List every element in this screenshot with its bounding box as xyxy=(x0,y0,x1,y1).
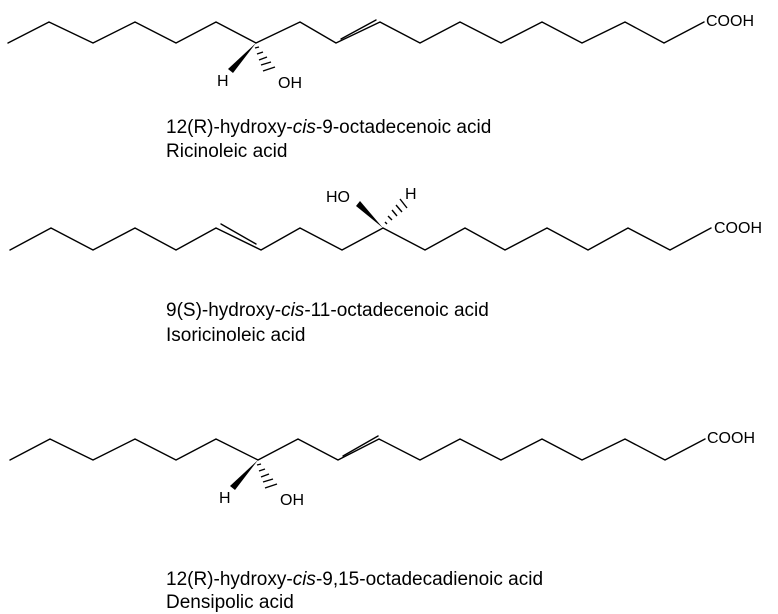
ricinoleic-carbon-chain xyxy=(7,21,705,44)
ricinoleic-double-bond-line xyxy=(340,19,377,40)
ricinoleic-hash-bond xyxy=(254,46,276,72)
isoricinoleic-carbon-chain xyxy=(9,227,712,251)
isoricinoleic-acid-structure: HO H COOH xyxy=(9,186,762,251)
ricinoleic-common-name: Ricinoleic acid xyxy=(166,141,287,162)
isoricinoleic-h-label: H xyxy=(405,186,417,203)
isoricinoleic-common-name: Isoricinoleic acid xyxy=(166,325,305,346)
isoricinoleic-ho-label: HO xyxy=(326,189,350,206)
ricinoleic-h-label: H xyxy=(217,73,229,90)
densipolic-hash-bond xyxy=(256,463,278,489)
densipolic-h-label: H xyxy=(219,490,231,507)
ricinoleic-acid-structure: COOH H OH xyxy=(7,13,754,92)
densipolic-wedge-bond xyxy=(230,460,258,490)
isoricinoleic-double-bond-line xyxy=(220,223,257,245)
isoricinoleic-hash-bond xyxy=(384,198,408,225)
isoricinoleic-cooh-label: COOH xyxy=(714,220,762,237)
ricinoleic-iupac-name: 12(R)-hydroxy-cis-9-octadecenoic acid xyxy=(166,117,491,138)
densipolic-double-bond-line xyxy=(342,435,379,457)
ricinoleic-cooh-label: COOH xyxy=(706,13,754,30)
densipolic-acid-structure: COOH H OH xyxy=(9,430,755,509)
densipolic-oh-label: OH xyxy=(280,492,304,509)
isoricinoleic-iupac-name: 9(S)-hydroxy-cis-11-octadecenoic acid xyxy=(166,300,489,321)
ricinoleic-oh-label: OH xyxy=(278,75,302,92)
densipolic-common-name: Densipolic acid xyxy=(166,592,294,613)
ricinoleic-wedge-bond xyxy=(228,43,256,73)
densipolic-carbon-chain xyxy=(9,438,706,461)
densipolic-iupac-name: 12(R)-hydroxy-cis-9,15-octadecadienoic a… xyxy=(166,569,543,590)
densipolic-cooh-label: COOH xyxy=(707,430,755,447)
isoricinoleic-wedge-bond xyxy=(356,201,383,228)
